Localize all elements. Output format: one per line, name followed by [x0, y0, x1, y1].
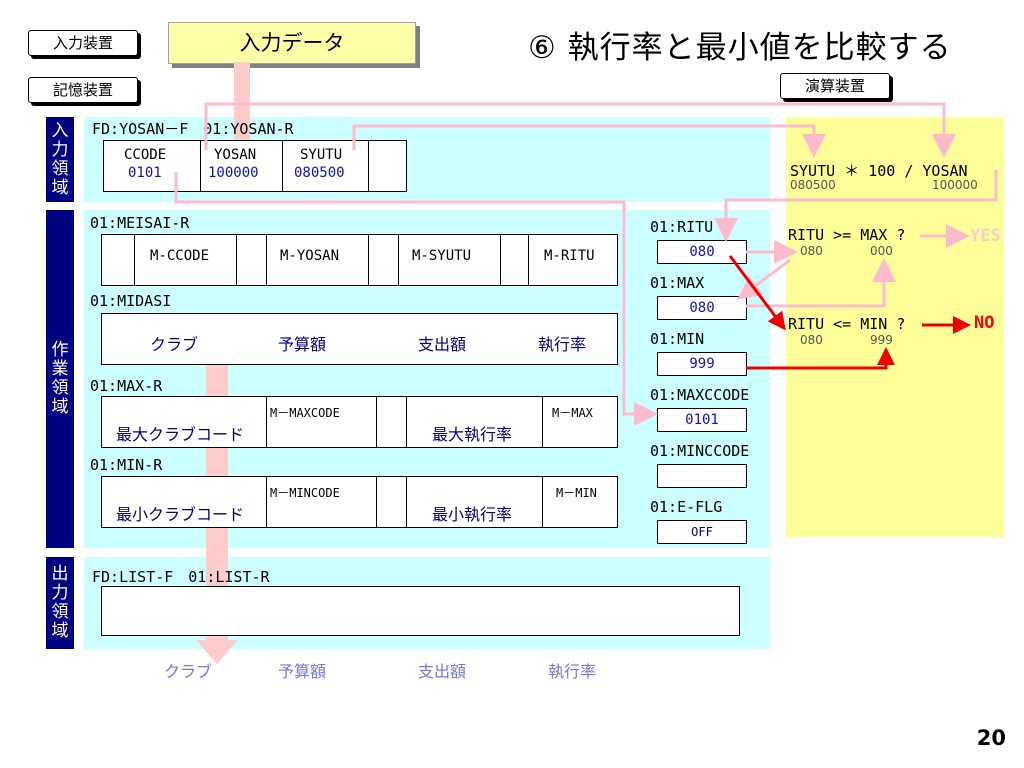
- formula-text: SYUTU ＊ 100 / YOSAN: [790, 162, 968, 180]
- formula-yosan-value: 100000: [932, 178, 978, 192]
- compare-min-min: 999: [870, 333, 893, 347]
- minr-record-box: 最小クラブコード M－MINCODE 最小執行率 M－MIN: [101, 476, 618, 528]
- min-club-code-text: 最小クラブコード: [116, 505, 245, 524]
- var-min-label: 01:MIN: [650, 330, 705, 348]
- yosan-value: 100000: [208, 165, 259, 181]
- m-max-field: M－MAX: [552, 406, 593, 420]
- midasi-record-box: クラブ 予算額 支出額 執行率: [101, 313, 618, 365]
- input-record-box: CCODE 0101 YOSAN 100000 SYUTU 080500: [103, 140, 407, 192]
- compare-max-result: YES: [970, 226, 1001, 246]
- compare-min-text: RITU <= MIN ?: [788, 315, 906, 333]
- midasi-rate: 執行率: [538, 335, 587, 354]
- output-area-side-label: 出力領域: [46, 557, 74, 649]
- syutu-name: SYUTU: [300, 147, 343, 163]
- max-club-code-text: 最大クラブコード: [116, 425, 245, 444]
- syutu-value: 080500: [294, 165, 345, 181]
- output-flow-arrowhead: [196, 640, 238, 664]
- var-max-label: 01:MAX: [650, 274, 705, 292]
- var-eflg-label: 01:E-FLG: [650, 498, 723, 516]
- var-eflg-value: OFF: [657, 520, 747, 544]
- input-area-side-label: 入力領域: [46, 117, 74, 202]
- page-title: ⑥ 執行率と最小値を比較する: [528, 30, 952, 66]
- red-flow-arrows: [728, 255, 971, 370]
- compare-min-result: NO: [974, 313, 995, 333]
- max-rate-text: 最大執行率: [432, 425, 513, 444]
- m-min-field: M－MIN: [556, 486, 597, 500]
- var-minccode-value: [657, 464, 747, 488]
- compare-max-text: RITU >= MAX ?: [788, 226, 906, 244]
- midasi-expense: 支出額: [418, 335, 467, 354]
- minr-label: 01:MIN-R: [90, 456, 163, 474]
- var-maxccode-label: 01:MAXCCODE: [650, 386, 750, 404]
- ccode-name: CCODE: [124, 147, 167, 163]
- syutu-cell: [282, 141, 369, 191]
- var-max-value: 080: [657, 296, 747, 320]
- compare-max-max: 000: [870, 244, 893, 258]
- input-data-box: 入力データ: [168, 22, 416, 64]
- var-minccode-label: 01:MINCCODE: [650, 442, 750, 460]
- meisai-label: 01:MEISAI-R: [90, 214, 190, 232]
- meisai-record-box: M-CCODE M-YOSAN M-SYUTU M-RITU: [101, 234, 618, 286]
- yosan-cell: [200, 141, 283, 191]
- ritu-to-cmpmin-arrow: [728, 255, 786, 331]
- work-area-side-label: 作業領域: [46, 210, 74, 548]
- footer-budget: 予算額: [278, 662, 327, 681]
- ccode-cell: [104, 141, 201, 191]
- m-mincode-field: M－MINCODE: [270, 486, 340, 500]
- m-maxcode-field: M－MAXCODE: [270, 406, 340, 420]
- ccode-to-maxccode-arrow: [174, 172, 658, 426]
- max-to-cmpmax-arrow: [746, 258, 896, 308]
- output-record-label: FD:LIST-F 01:LIST-R: [92, 568, 270, 586]
- compare-min-ritu: 080: [800, 333, 823, 347]
- arithmetic-device-label: 演算装置: [780, 73, 890, 99]
- yosan-name: YOSAN: [214, 147, 257, 163]
- footer-rate: 執行率: [548, 662, 597, 681]
- ccode-value: 0101: [128, 165, 162, 181]
- midasi-budget: 予算額: [278, 335, 327, 354]
- m-ccode-field: M-CCODE: [150, 248, 210, 264]
- pink-flow-arrows: [174, 102, 998, 426]
- var-min-value: 999: [657, 352, 747, 376]
- input-data-bar: [234, 62, 250, 158]
- var-ritu-label: 01:RITU: [650, 218, 714, 236]
- yosan-to-formula-arrow: [204, 102, 956, 158]
- maxr-label: 01:MAX-R: [90, 377, 163, 395]
- cmpmax-to-max-arrow: [737, 258, 791, 300]
- midasi-label: 01:MIDASI: [90, 292, 172, 310]
- formula-syutu-value: 080500: [790, 178, 836, 192]
- min-to-cmpmin-arrow: [746, 347, 895, 370]
- compare-max-ritu: 080: [800, 244, 823, 258]
- m-ritu-field: M-RITU: [544, 248, 595, 264]
- input-record-label: FD:YOSAN－F 01:YOSAN-R: [92, 120, 294, 138]
- maxr-record-box: 最大クラブコード M－MAXCODE 最大執行率 M－MAX: [101, 396, 618, 448]
- input-device-label: 入力装置: [28, 30, 138, 56]
- page-number: 20: [976, 726, 1006, 750]
- footer-club: クラブ: [164, 662, 213, 681]
- syutu-to-formula-arrow: [352, 124, 826, 158]
- min-rate-text: 最小執行率: [432, 505, 513, 524]
- footer-expense: 支出額: [418, 662, 467, 681]
- storage-device-label: 記憶装置: [28, 77, 138, 103]
- output-record-box: [101, 586, 740, 636]
- var-maxccode-value: 0101: [657, 408, 747, 432]
- midasi-club: クラブ: [150, 335, 199, 354]
- m-yosan-field: M-YOSAN: [280, 248, 340, 264]
- m-syutu-field: M-SYUTU: [412, 248, 472, 264]
- formula-to-ritu-arrow: [714, 170, 998, 242]
